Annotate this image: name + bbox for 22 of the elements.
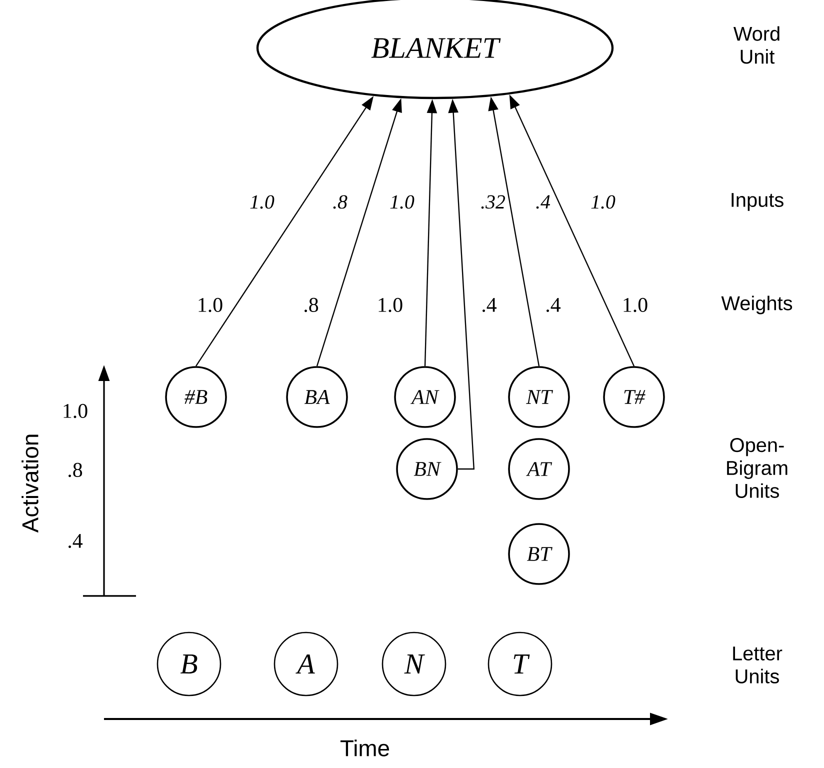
input-value: 1.0 <box>390 195 414 209</box>
weight-value: 1.0 <box>198 298 222 312</box>
tick-label: .8 <box>68 462 82 478</box>
axis-label: Time <box>340 740 390 756</box>
weight-value: .8 <box>304 298 318 312</box>
input-value: .32 <box>481 195 505 209</box>
input-value: 1.0 <box>250 195 274 209</box>
input-value: .4 <box>536 195 550 209</box>
weight-value: .4 <box>546 298 561 312</box>
input-value: .8 <box>333 195 348 209</box>
unit-label: Word Unit <box>733 26 780 64</box>
tick-label: 1.0 <box>64 404 88 418</box>
unit-label: Inputs <box>732 193 784 211</box>
weight-value: 1.0 <box>624 298 648 312</box>
input-value: 1.0 <box>591 195 616 209</box>
tick-label: .4 <box>68 534 83 548</box>
unit-label: Weights <box>721 296 792 314</box>
axis-label: Activation <box>22 434 38 533</box>
weight-value: 1.0 <box>378 298 402 312</box>
weight-value: .4 <box>482 298 497 312</box>
unit-label: Letter Units <box>733 646 782 684</box>
unit-label: Open- Bigram Units <box>727 438 788 498</box>
